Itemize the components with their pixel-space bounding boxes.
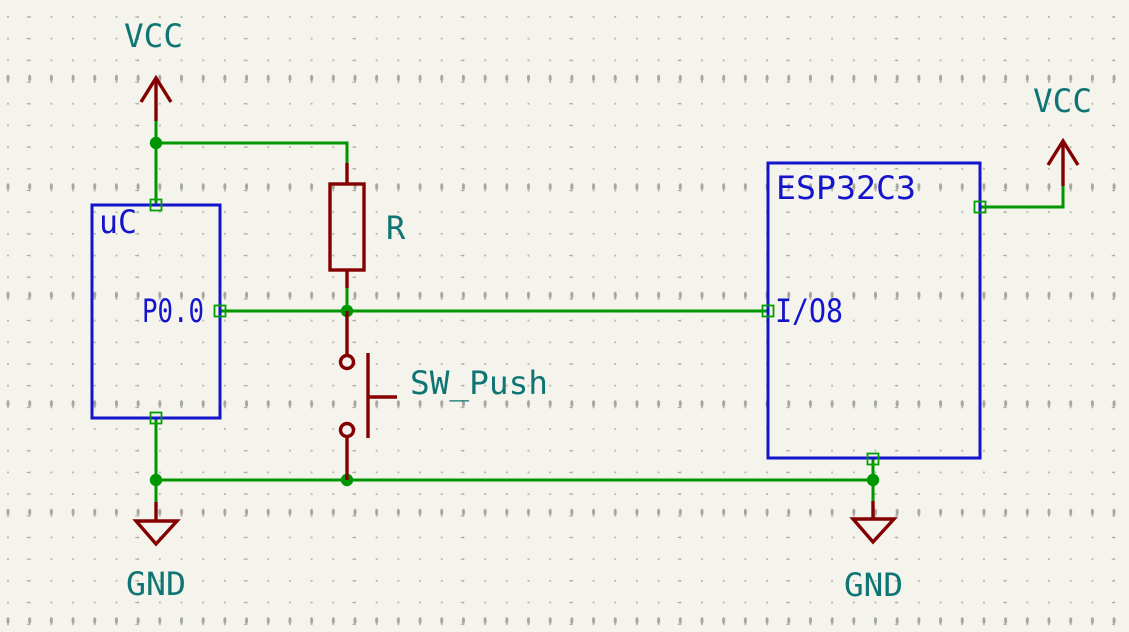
gnd-symbol-left[interactable] xyxy=(132,502,181,547)
esp32c3-pin-io8[interactable] xyxy=(761,304,775,318)
uc-name-label[interactable]: uC xyxy=(99,203,137,241)
junction-vcc-left[interactable] xyxy=(149,136,163,150)
esp32c3-pin-gnd[interactable] xyxy=(866,452,880,466)
wires xyxy=(154,120,1065,504)
gnd-right-label[interactable]: GND xyxy=(844,566,903,604)
vcc-symbol-right[interactable] xyxy=(1046,137,1080,186)
esp32c3-name-label[interactable]: ESP32C3 xyxy=(776,169,916,207)
uc-body[interactable] xyxy=(90,203,222,420)
esp32c3-component[interactable] xyxy=(761,161,987,466)
vcc-right-arrowhead xyxy=(1046,137,1080,166)
esp32c3-body[interactable] xyxy=(766,161,982,460)
gnd-left-label[interactable]: GND xyxy=(126,565,186,603)
resistor-symbol[interactable] xyxy=(328,163,366,288)
vcc-symbol-left[interactable] xyxy=(139,74,173,121)
gnd-right-triangle xyxy=(849,517,898,545)
vcc-left-arrowhead xyxy=(139,74,173,103)
uc-pin-top[interactable] xyxy=(149,198,163,212)
vcc-left-label[interactable]: VCC xyxy=(124,17,183,55)
uc-pin-p00[interactable] xyxy=(213,304,227,318)
uc-pin-p00-label[interactable]: P0.0 xyxy=(142,292,204,330)
gnd-left-triangle xyxy=(132,519,181,547)
switch-symbol[interactable] xyxy=(338,311,398,480)
switch-value-label[interactable]: SW_Push xyxy=(410,364,548,402)
esp32c3-pin-vcc[interactable] xyxy=(973,200,987,214)
switch-contact-bottom xyxy=(338,421,356,439)
wire-esp-to-vcc-right[interactable] xyxy=(980,184,1065,209)
switch-contact-top xyxy=(338,353,356,371)
esp32c3-pin-io8-label[interactable]: I/O8 xyxy=(775,292,843,330)
uc-component[interactable] xyxy=(90,198,227,425)
junction-gnd-right[interactable] xyxy=(866,473,880,487)
junction-gnd-left[interactable] xyxy=(149,473,163,487)
resistor-value-label[interactable]: R xyxy=(386,209,406,247)
vcc-right-label[interactable]: VCC xyxy=(1033,82,1092,120)
uc-pin-bottom[interactable] xyxy=(149,411,163,425)
gnd-symbol-right[interactable] xyxy=(849,501,898,545)
resistor-body[interactable] xyxy=(328,182,366,272)
